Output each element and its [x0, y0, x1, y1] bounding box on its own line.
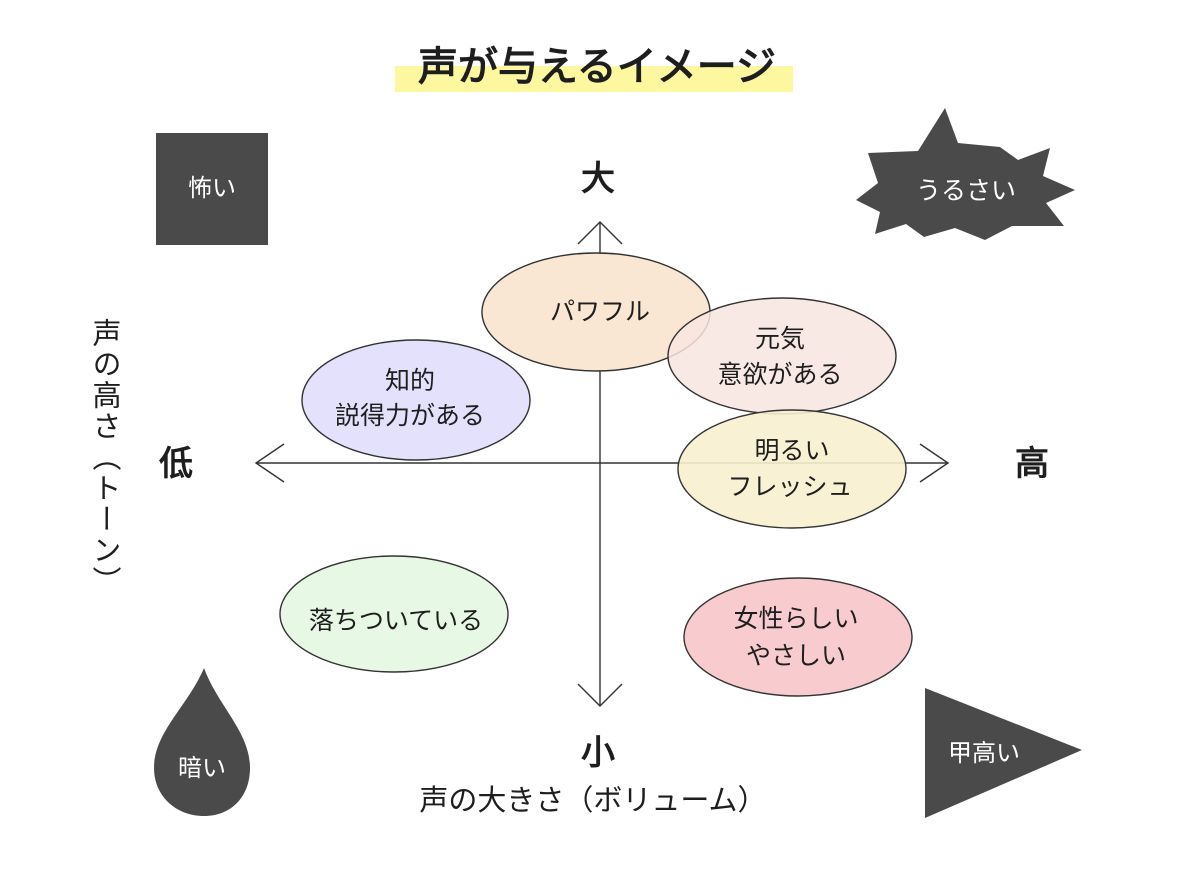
bubble-shape	[301, 339, 531, 461]
arrow-up	[577, 221, 623, 245]
corner-label: 暗い	[178, 754, 226, 782]
bubble-label-line2: 意欲がある	[717, 360, 842, 389]
bubble-label-line1: 元気	[755, 324, 805, 353]
bubble-label: パワフル	[550, 297, 650, 326]
bubble-akarui: 明るい フレッシュ	[677, 409, 907, 529]
x-axis-title: 声の大きさ（ボリューム）	[419, 783, 766, 817]
burst-shape	[856, 108, 1075, 240]
bubble-label-line1: 知的	[385, 366, 435, 395]
axis-top-label: 大	[581, 159, 615, 199]
bubble-josei: 女性らしい やさしい	[683, 577, 913, 697]
bubble-shape	[279, 555, 509, 673]
bubble-chiteki: 知的 説得力がある	[301, 339, 531, 461]
bubble-genki: 元気 意欲がある	[667, 297, 897, 415]
bubble-ochitsuki: 落ちついている	[279, 555, 509, 673]
bubble-shape	[683, 577, 913, 697]
triangle-shape	[925, 688, 1082, 818]
arrow-right	[919, 443, 950, 483]
axis-left-label: 低	[159, 444, 193, 484]
bubble-label-line1: 女性らしい	[733, 604, 858, 633]
bubble-label: 落ちついている	[309, 606, 483, 635]
bubble-label-line2: やさしい	[746, 641, 846, 670]
bubble-label-line1: 明るい	[754, 436, 829, 465]
bubble-shape	[677, 409, 907, 529]
bubble-label-line2: フレッシュ	[727, 472, 852, 501]
title-highlight	[395, 66, 793, 92]
corner-urusai: うるさい	[856, 108, 1075, 240]
bubble-shape	[667, 297, 897, 415]
corner-kurai: 暗い	[154, 668, 250, 816]
drop-shape	[154, 668, 250, 816]
corner-kandakai: 甲高い	[925, 688, 1082, 818]
diagram-title: 声が与えるイメージ	[418, 44, 776, 90]
corner-label: 怖い	[188, 174, 236, 202]
axis-bottom-label: 小	[581, 733, 615, 773]
corner-label: うるさい	[916, 176, 1016, 205]
arrow-down	[577, 683, 623, 707]
y-axis-title: 声の高さ（トーン）	[88, 318, 122, 597]
bubble-label-line2: 説得力がある	[335, 401, 485, 430]
square-shape	[156, 133, 268, 245]
corner-label: 甲高い	[948, 739, 1020, 767]
axis-right-label: 高	[1015, 444, 1049, 484]
arrow-left	[254, 443, 285, 483]
corner-kowai: 怖い	[156, 133, 268, 245]
